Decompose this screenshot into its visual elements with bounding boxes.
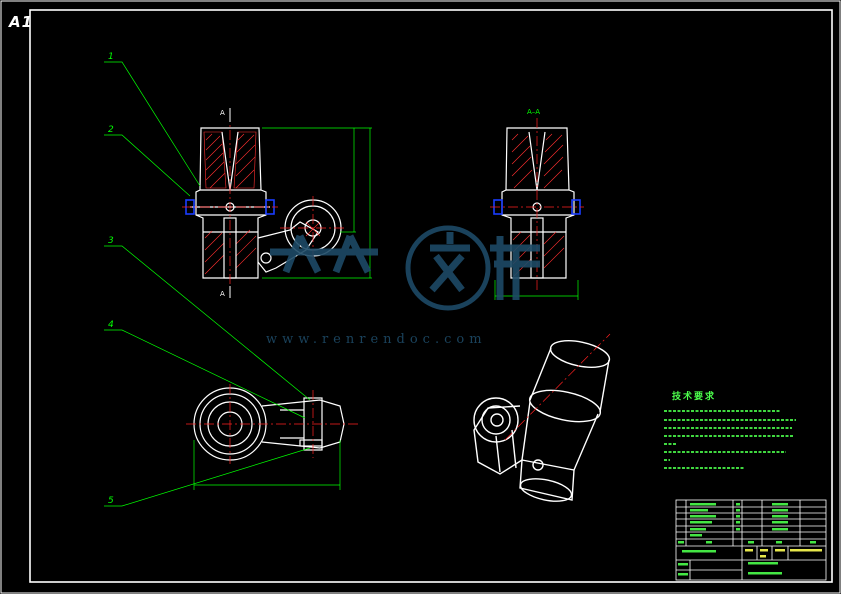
watermark-logo [270, 225, 540, 311]
balloon-2: 2 [108, 125, 114, 135]
section-mark-top: A [220, 109, 225, 117]
sheet-size-label: A1 [9, 13, 34, 31]
watermark-url: www.renrendoc.com [266, 332, 487, 347]
iso-centerline [504, 333, 611, 441]
title-block-fill [678, 503, 822, 576]
top-dimensions [193, 440, 341, 490]
title-block [675, 499, 827, 581]
tech-requirements-title: 技术要求 [672, 392, 717, 402]
balloon-1: 1 [108, 52, 114, 62]
balloon-5: 5 [108, 496, 114, 506]
balloon-3: 3 [108, 236, 114, 246]
tech-requirements-lines [664, 410, 796, 469]
section-mark-bottom: A [220, 290, 225, 298]
front-dimensions [262, 127, 372, 279]
side-view-title: A–A [527, 108, 540, 116]
side-dimensions [494, 280, 579, 300]
inner-frame [29, 9, 833, 583]
balloon-4: 4 [108, 320, 114, 330]
top-centerlines [186, 384, 360, 464]
leaders [104, 61, 311, 507]
side-centerlines [490, 118, 584, 290]
isometric-view [473, 340, 611, 502]
